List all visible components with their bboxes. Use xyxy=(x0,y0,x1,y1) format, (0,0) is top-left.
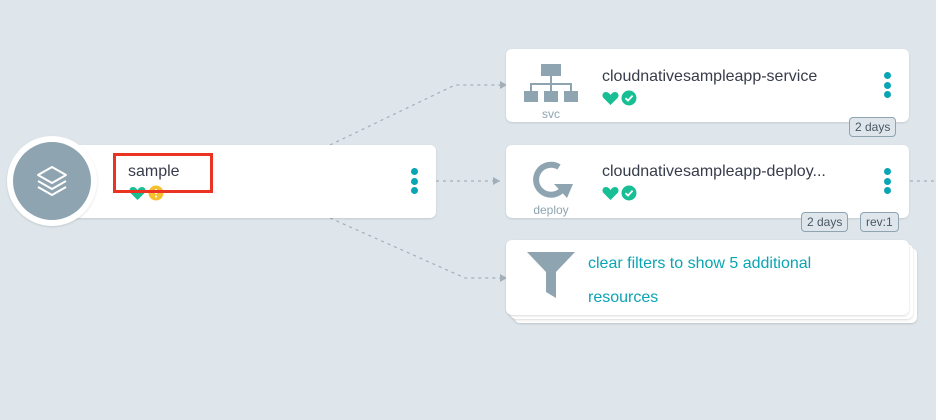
deploy-node-age-tag: 2 days xyxy=(801,212,849,232)
app-node-status xyxy=(129,185,164,201)
service-node-name: cloudnativesampleapp-service xyxy=(602,68,818,85)
deploy-node-revision-tag: rev:1 xyxy=(860,212,899,232)
service-node-menu-button[interactable] xyxy=(883,72,891,98)
deploy-node-name: cloudnativesampleapp-deploy... xyxy=(602,163,826,180)
heart-icon xyxy=(602,91,619,105)
edge-app-to-service xyxy=(329,84,500,146)
app-node-card[interactable] xyxy=(70,145,436,218)
app-node-menu-button[interactable] xyxy=(410,168,418,194)
out-of-sync-icon xyxy=(148,185,164,201)
highlight-box xyxy=(113,153,213,193)
deploy-node-card[interactable] xyxy=(506,145,909,218)
service-node-status xyxy=(602,90,637,106)
heart-icon xyxy=(129,186,146,200)
edge-app-to-filter xyxy=(329,217,500,279)
deploy-node-kind: deploy xyxy=(533,203,569,217)
layers-icon xyxy=(13,142,91,220)
check-circle-icon xyxy=(621,185,637,201)
network-icon xyxy=(524,64,578,102)
service-node-age-tag: 2 days xyxy=(849,117,897,137)
heart-icon xyxy=(602,186,619,200)
deploy-node-menu-button[interactable] xyxy=(883,168,891,194)
deploy-node-status xyxy=(602,185,637,201)
clear-filters-link[interactable]: clear filters to show 5 additional resou… xyxy=(588,255,812,306)
check-circle-icon xyxy=(621,90,637,106)
service-node-card[interactable] xyxy=(506,49,909,122)
filter-icon xyxy=(527,252,575,298)
app-node-name: sample xyxy=(128,163,180,180)
rotate-icon xyxy=(533,161,573,198)
service-node-kind: svc xyxy=(542,107,560,121)
app-node-icon-circle[interactable] xyxy=(7,136,97,226)
arrowhead-service xyxy=(500,81,507,89)
arrowhead-deploy xyxy=(493,177,500,185)
arrowhead-filter xyxy=(500,274,507,282)
